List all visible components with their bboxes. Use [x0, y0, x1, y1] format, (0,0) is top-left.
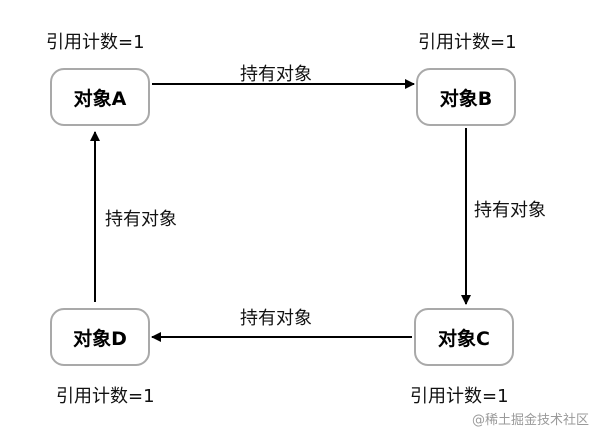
node-b-ref-count: 引用计数=1 — [418, 32, 517, 53]
watermark: @稀土掘金技术社区 — [471, 413, 589, 428]
edge-b-to-c-label: 持有对象 — [474, 200, 546, 221]
node-d-ref-count: 引用计数=1 — [56, 386, 155, 407]
node-c: 对象C — [414, 308, 514, 366]
node-d: 对象D — [50, 308, 150, 366]
node-a-label: 对象A — [73, 87, 127, 110]
node-d-label: 对象D — [73, 327, 127, 350]
edge-c-to-d-label: 持有对象 — [240, 308, 312, 329]
node-a: 对象A — [50, 68, 150, 126]
edge-a-to-b-label: 持有对象 — [240, 64, 312, 85]
edge-d-to-a-label: 持有对象 — [105, 209, 177, 230]
node-c-ref-count: 引用计数=1 — [410, 386, 509, 407]
node-b-label: 对象B — [439, 87, 493, 110]
node-c-label: 对象C — [438, 327, 490, 350]
node-a-ref-count: 引用计数=1 — [46, 32, 145, 53]
node-b: 对象B — [416, 68, 516, 126]
